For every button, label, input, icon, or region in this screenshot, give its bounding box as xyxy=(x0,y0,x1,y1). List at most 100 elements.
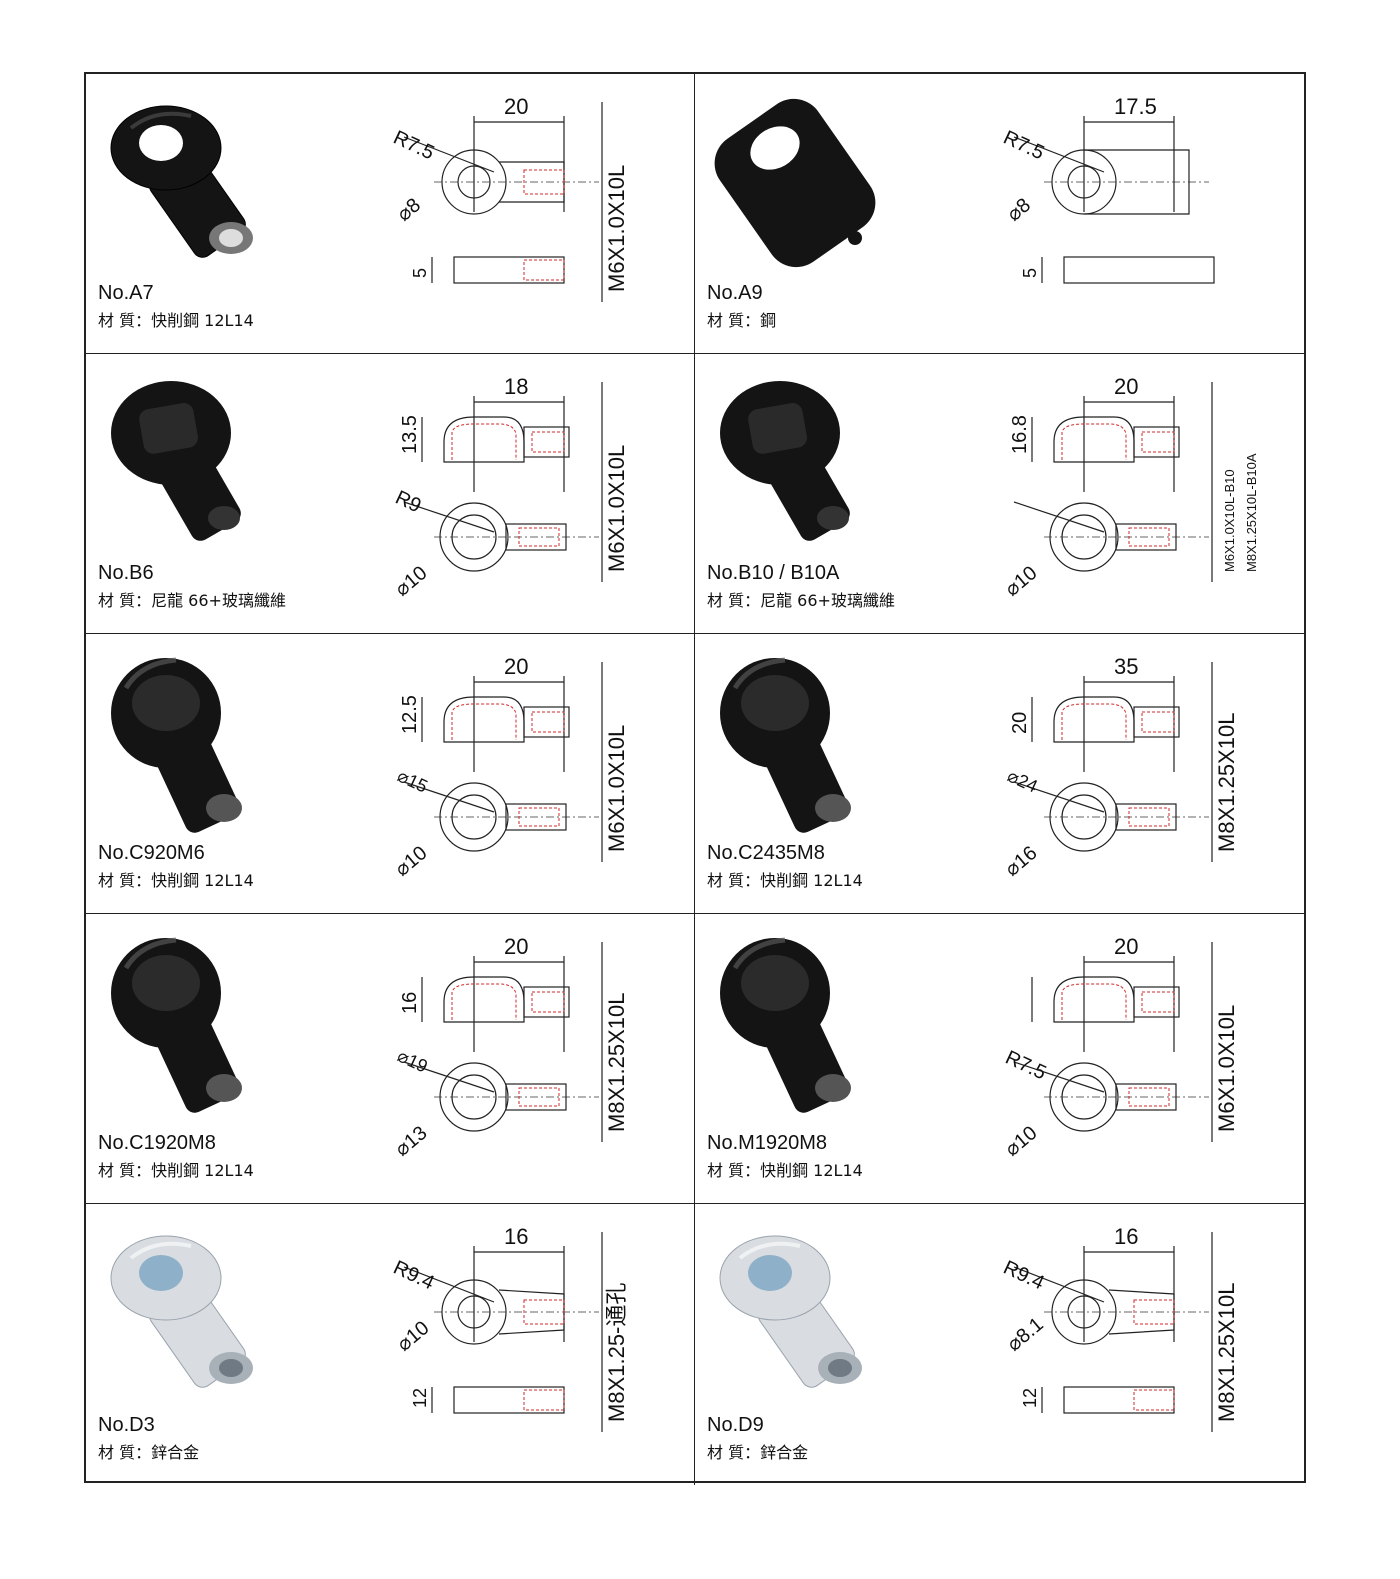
part-material: 材 質：快削鋼 12L14 xyxy=(98,1157,254,1181)
product-photo xyxy=(720,381,850,541)
dim-height: 5 xyxy=(410,268,430,278)
product-photo xyxy=(719,1235,862,1388)
product-photo xyxy=(111,937,242,1113)
material-value: 快削鋼 12L14 xyxy=(760,1161,863,1180)
dim-top: 17.5 xyxy=(1114,94,1157,119)
material-value: 尼龍 66+玻璃纖維 xyxy=(151,591,286,610)
part-number: No.C920M6 xyxy=(98,842,205,864)
dim-height: 5 xyxy=(1020,268,1040,278)
dim-radius: R7.5 xyxy=(1002,1047,1050,1085)
dim-thread: M8X1.25X10L xyxy=(1214,1283,1239,1422)
part-photo xyxy=(720,657,851,833)
part-material: 材 質：快削鋼 12L14 xyxy=(707,1157,863,1181)
part-number: No.A7 xyxy=(98,282,154,304)
part-number: No.C1920M8 xyxy=(98,1132,216,1154)
dim-hole: ⌀10 xyxy=(393,1317,433,1356)
technical-drawing xyxy=(403,1232,603,1432)
material-label: 材 質： xyxy=(707,871,761,890)
technical-drawing xyxy=(403,942,603,1142)
dim-top: 35 xyxy=(1114,654,1138,679)
dim-radius: R9.4 xyxy=(390,1257,438,1295)
material-value: 鋅合金 xyxy=(760,1443,809,1462)
dim-top: 20 xyxy=(504,654,528,679)
part-photo xyxy=(111,381,241,541)
dim-top: 20 xyxy=(504,934,528,959)
technical-drawing xyxy=(1013,662,1213,862)
dim-outer: ⌀19 xyxy=(394,1045,430,1076)
part-photo xyxy=(110,105,253,258)
part-photo xyxy=(111,657,242,833)
technical-drawing xyxy=(403,102,603,302)
dim-side: 16.8 xyxy=(1009,415,1031,454)
part-number: No.B10 / B10A xyxy=(707,562,840,584)
dim-thread: M6X1.0X10L xyxy=(604,725,629,852)
dim-top: 16 xyxy=(504,1224,528,1249)
product-photo xyxy=(720,937,851,1113)
technical-drawing xyxy=(403,662,603,862)
dim-hole: ⌀16 xyxy=(1001,842,1041,881)
material-label: 材 質： xyxy=(707,591,761,610)
part-material: 材 質：鋼 xyxy=(707,307,776,331)
material-label: 材 質： xyxy=(707,1443,761,1462)
dim-top: 20 xyxy=(504,94,528,119)
material-value: 快削鋼 12L14 xyxy=(760,871,863,890)
part-material: 材 質：鋅合金 xyxy=(707,1439,808,1463)
dim-radius: R7.5 xyxy=(1000,127,1048,165)
dim-top: 16 xyxy=(1114,1224,1138,1249)
material-label: 材 質： xyxy=(98,591,152,610)
part-photo xyxy=(714,98,876,268)
technical-drawing xyxy=(1013,942,1213,1142)
technical-drawing xyxy=(1013,1232,1213,1432)
technical-drawing xyxy=(1013,382,1213,582)
part-material: 材 質：尼龍 66+玻璃纖維 xyxy=(98,587,286,611)
dim-thread-2: M8X1.25X10L-B10A xyxy=(1244,453,1259,572)
part-material: 材 質：快削鋼 12L14 xyxy=(98,867,254,891)
dim-hole: ⌀10 xyxy=(1001,1122,1041,1161)
part-number: No.D9 xyxy=(707,1414,764,1436)
technical-drawing xyxy=(403,382,603,582)
material-value: 鋼 xyxy=(760,311,777,330)
dim-thread: M6X1.0X10L xyxy=(604,445,629,572)
dim-top: 20 xyxy=(1114,934,1138,959)
part-photo xyxy=(719,1235,862,1388)
dim-thread: M8X1.25-通孔 xyxy=(604,1283,629,1422)
part-material: 材 質：尼龍 66+玻璃纖維 xyxy=(707,587,895,611)
material-label: 材 質： xyxy=(98,1443,152,1462)
product-photo xyxy=(111,657,242,833)
dim-hole: ⌀10 xyxy=(391,562,431,601)
dim-top: 18 xyxy=(504,374,528,399)
part-material: 材 質：快削鋼 12L14 xyxy=(98,307,254,331)
part-number: No.B6 xyxy=(98,562,154,584)
material-value: 快削鋼 12L14 xyxy=(151,871,254,890)
dim-hole: ⌀10 xyxy=(1001,562,1041,601)
dim-side: 16 xyxy=(399,992,421,1014)
dim-hole: ⌀8 xyxy=(393,194,425,226)
material-value: 尼龍 66+玻璃纖維 xyxy=(760,591,895,610)
material-label: 材 質： xyxy=(98,871,152,890)
dim-hole: ⌀10 xyxy=(391,842,431,881)
dim-side: 20 xyxy=(1009,712,1031,734)
dim-side: 12.5 xyxy=(399,695,421,734)
material-value: 快削鋼 12L14 xyxy=(151,311,254,330)
dim-hole: ⌀8 xyxy=(1003,194,1035,226)
material-label: 材 質： xyxy=(98,311,152,330)
product-photo xyxy=(110,1235,253,1388)
part-number: No.D3 xyxy=(98,1414,155,1436)
dim-height: 12 xyxy=(1020,1388,1040,1408)
